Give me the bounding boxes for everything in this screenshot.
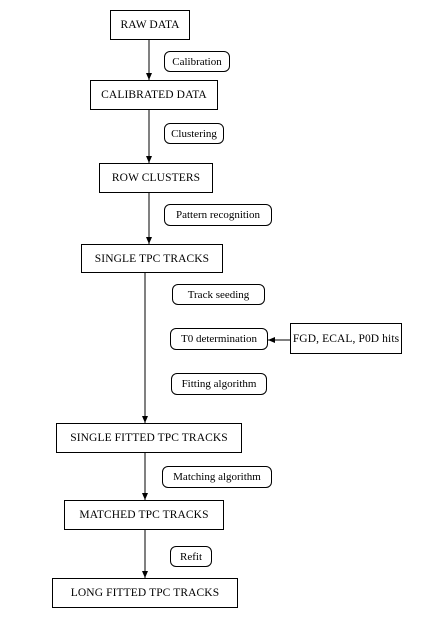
external-hits-box: FGD, ECAL, P0D hits (290, 323, 402, 354)
calibrated-data-box: CALIBRATED DATA (90, 80, 218, 110)
single-tpc-tracks-box: SINGLE TPC TRACKS (81, 244, 223, 273)
refit-step: Refit (170, 546, 212, 567)
track-seeding-step: Track seeding (172, 284, 265, 305)
t0-determination-step: T0 determination (170, 328, 268, 350)
clustering-step: Clustering (164, 123, 224, 144)
matched-tpc-tracks-box: MATCHED TPC TRACKS (64, 500, 224, 530)
raw-data-box: RAW DATA (110, 10, 190, 40)
row-clusters-box: ROW CLUSTERS (99, 163, 213, 193)
single-fitted-tpc-tracks-box: SINGLE FITTED TPC TRACKS (56, 423, 242, 453)
calibration-step: Calibration (164, 51, 230, 72)
pattern-recognition-step: Pattern recognition (164, 204, 272, 226)
long-fitted-tpc-tracks-box: LONG FITTED TPC TRACKS (52, 578, 238, 608)
matching-algorithm-step: Matching algorithm (162, 466, 272, 488)
fitting-algorithm-step: Fitting algorithm (171, 373, 267, 395)
